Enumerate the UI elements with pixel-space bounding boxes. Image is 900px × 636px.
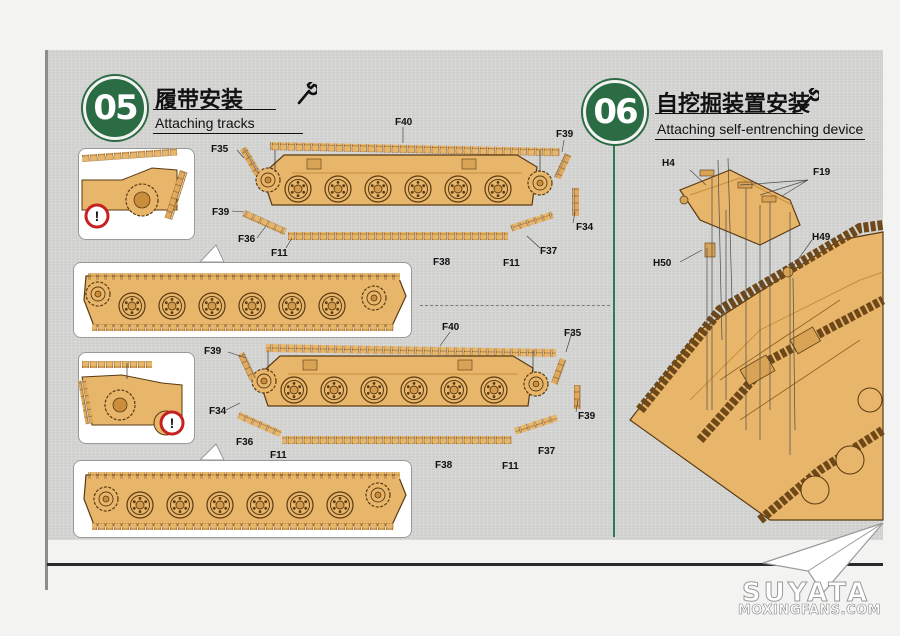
sub-step-divider [420, 305, 610, 306]
assembly-guide-lines [679, 157, 813, 455]
part-label-f34: F34 [209, 406, 227, 417]
step-06-badge: 06 [583, 80, 647, 144]
part-label-f11: F11 [503, 258, 520, 269]
track-run-bottom-upper [240, 146, 579, 240]
svg-text:!: ! [170, 415, 175, 431]
step-05-title-rule [153, 109, 276, 110]
step-05-badge: 05 [83, 76, 147, 140]
watermark-brand: SUYATA [741, 578, 871, 609]
part-label-f39: F39 [212, 207, 230, 218]
hull-front-isometric [629, 220, 886, 524]
part-label-f19: F19 [813, 167, 831, 178]
assembled-hull-bottom [83, 472, 407, 530]
wrench-icon [297, 82, 317, 105]
watermark-site: MOXINGFANS.COM [738, 603, 882, 619]
callout-pointer [198, 443, 225, 461]
part-label-f37: F37 [538, 446, 556, 457]
part-label-h50: H50 [653, 258, 672, 269]
part-label-f38: F38 [435, 460, 453, 471]
part-label-f34: F34 [576, 222, 594, 233]
part-label-f37: F37 [540, 246, 558, 257]
part-label-f40: F40 [442, 322, 460, 333]
track-run-top-upper [269, 141, 560, 157]
part-label-f35: F35 [564, 328, 582, 339]
callout-pointer [198, 244, 225, 263]
part-label-f39: F39 [204, 346, 222, 357]
detail-rear-sprocket: ! [81, 148, 188, 229]
warning-icon [159, 410, 185, 436]
part-label-f36: F36 [238, 234, 256, 245]
step-06-title-cn: 自挖掘装置安装 [656, 92, 811, 117]
step-05-subtitle-rule [153, 133, 303, 134]
part-label-h49: H49 [812, 232, 831, 243]
step-06-title-rule [655, 113, 803, 114]
track-run-top-lower [265, 344, 556, 358]
bottom-rule [47, 563, 883, 566]
part-label-f40: F40 [395, 117, 413, 128]
part-label-f39: F39 [556, 129, 574, 140]
hull-exploded-bottom [251, 356, 549, 406]
track-run-bottom-lower [237, 352, 581, 444]
part-label-f36: F36 [236, 437, 254, 448]
part-label-h4: H4 [662, 158, 675, 169]
assembled-hull-top [83, 273, 407, 331]
part-label-f11: F11 [270, 450, 287, 461]
wrench-icon [799, 88, 819, 111]
detail-front-sprocket: ! [78, 361, 185, 436]
part-label-f38: F38 [433, 257, 451, 268]
part-label-f11: F11 [271, 248, 288, 259]
step-divider-line [613, 95, 615, 537]
step-05-title-en: Attaching tracks [155, 115, 255, 131]
step-05-title-cn: 履带安装 [155, 88, 244, 113]
part-label-f11: F11 [502, 461, 519, 472]
warning-icon [84, 203, 110, 229]
step-06-title-en: Attaching self-entrenching device [657, 121, 864, 137]
part-label-f39: F39 [578, 411, 596, 422]
page-binding-edge [45, 50, 48, 590]
part-leader-lines [225, 127, 579, 413]
step-06-subtitle-rule [655, 139, 865, 140]
hull-exploded-top [255, 155, 553, 205]
brand-watermark-logo [762, 523, 884, 594]
part-label-f35: F35 [211, 144, 229, 155]
entrenching-blade [679, 169, 801, 278]
svg-text:!: ! [95, 208, 100, 224]
